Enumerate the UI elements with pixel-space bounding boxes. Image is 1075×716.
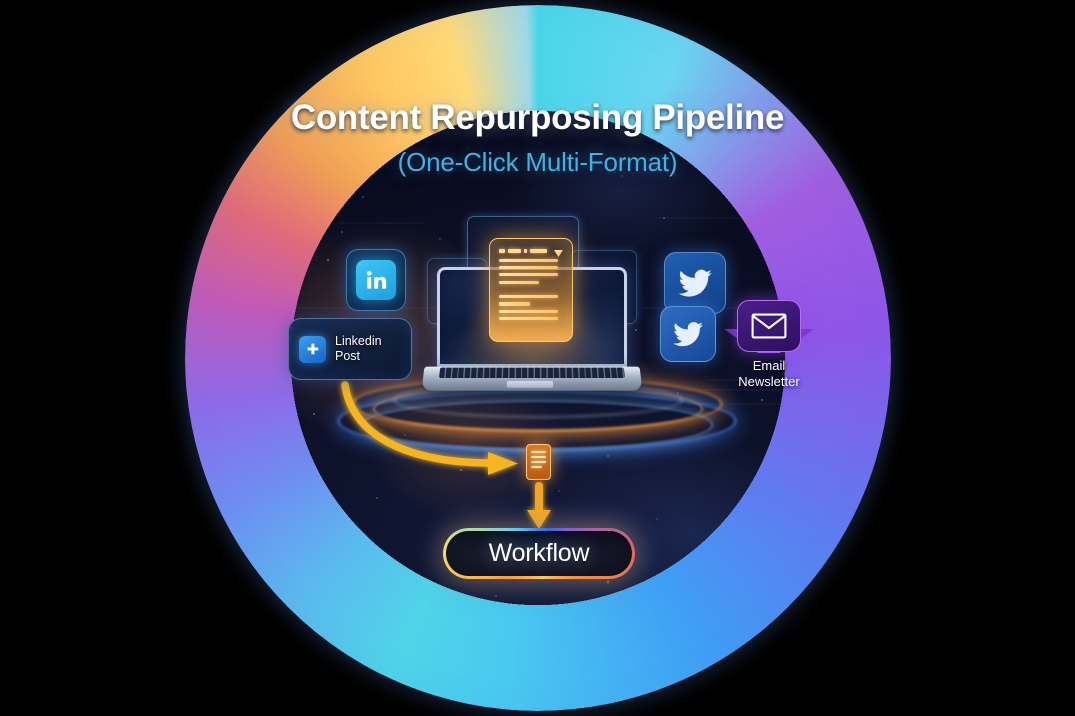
linkedin-icon (356, 260, 396, 300)
linkedin-post-label-line2: Post (335, 349, 361, 363)
document-text-line (499, 258, 558, 262)
document-text-line (499, 309, 558, 313)
laptop-assembly (337, 200, 737, 452)
document-text-line (499, 302, 530, 306)
document-corner-icon (554, 250, 563, 257)
linkedin-icon-tile[interactable] (346, 249, 406, 311)
document-header-block (530, 249, 547, 253)
email-badge-card (737, 300, 801, 352)
linkedin-post-icon (299, 335, 326, 363)
document-text-line (499, 273, 558, 277)
glowing-document (489, 238, 573, 342)
email-newsletter-badge[interactable]: Email Newsletter (724, 300, 814, 389)
linkedin-glyph (366, 270, 387, 289)
document-text-line (499, 317, 558, 321)
document-text-line (499, 265, 558, 270)
linkedin-post-card[interactable]: Linkedin Post (288, 318, 412, 380)
linkedin-post-label: Linkedin Post (335, 334, 382, 364)
small-doc-line (531, 451, 546, 453)
page-subtitle: (One-Click Multi-Format) (397, 147, 678, 178)
document-header-row (499, 249, 563, 253)
laptop-keyboard (439, 367, 625, 379)
twitter-icon-tile-2[interactable] (660, 306, 716, 362)
small-doc-line (531, 456, 546, 458)
page-title: Content Repurposing Pipeline (290, 98, 785, 137)
small-doc-line (531, 461, 546, 463)
document-header-block (524, 249, 527, 253)
twitter-bird-icon (678, 269, 712, 297)
document-header-block (508, 249, 521, 253)
document-text-line (499, 280, 539, 284)
email-label-line1: Email (752, 358, 786, 373)
post-plus-glyph (307, 343, 318, 355)
small-document (526, 444, 551, 480)
email-newsletter-label: Email Newsletter (708, 358, 830, 390)
twitter-bird-icon (673, 322, 703, 347)
email-label-line2: Newsletter (738, 373, 800, 389)
title-block: Content Repurposing Pipeline (One-Click … (0, 98, 1075, 178)
laptop-base (421, 366, 643, 391)
laptop-trackpad (506, 380, 554, 388)
twitter-icon-tile-1[interactable] (664, 252, 726, 314)
document-header-block (499, 249, 505, 253)
workflow-pill[interactable]: Workflow (443, 528, 635, 579)
workflow-pill-inner: Workflow (445, 530, 633, 577)
envelope-icon (751, 313, 787, 339)
small-doc-line (531, 466, 542, 468)
workflow-label: Workflow (488, 539, 590, 567)
document-text-line (499, 295, 558, 299)
linkedin-post-label-line1: Linkedin (335, 334, 382, 348)
